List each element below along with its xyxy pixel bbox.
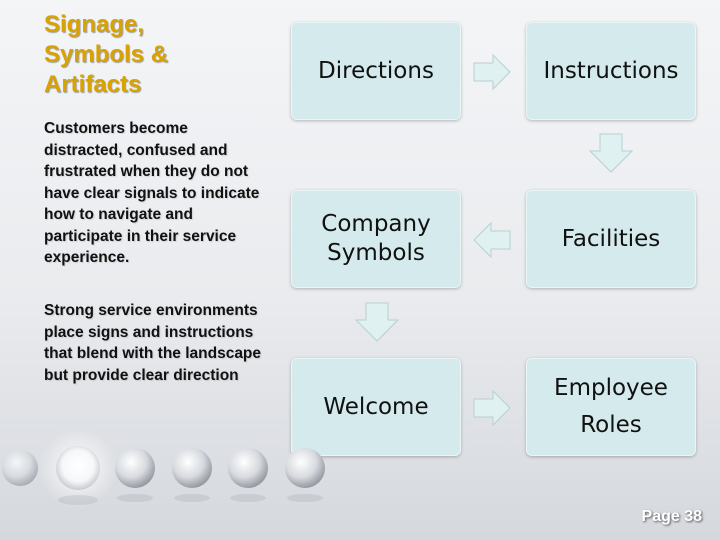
page-number: Page 38 (641, 508, 702, 525)
slide-title: Signage, Symbols & Artifacts (44, 11, 169, 98)
paragraph-customers: Customers become distracted, confused an… (44, 120, 260, 266)
flow-box-instructions: Instructions (526, 22, 696, 120)
arrow-down-icon (589, 133, 633, 173)
flow-box-label: Welcome (323, 393, 429, 420)
flow-box-label: Employee Roles (554, 370, 668, 444)
flow-box-label-line: Company (321, 211, 431, 237)
arrow-right-icon (473, 54, 511, 90)
flow-box-directions: Directions (291, 22, 461, 120)
flow-box-company-symbols: Company Symbols (291, 190, 461, 288)
flow-box-label-line: Roles (580, 412, 642, 438)
decorative-spheres-icon (2, 430, 325, 508)
flow-box-label: Directions (318, 57, 434, 84)
arrow-down-icon (355, 302, 399, 342)
flow-box-label: Company Symbols (321, 210, 430, 268)
flow-box-label-line: Employee (554, 375, 668, 401)
flow-box-employee-roles: Employee Roles (526, 358, 696, 456)
arrow-left-icon (473, 222, 511, 258)
flow-box-label: Instructions (543, 57, 679, 84)
flow-box-facilities: Facilities (526, 190, 696, 288)
flow-box-label-line: Symbols (327, 240, 425, 266)
flow-box-welcome: Welcome (291, 358, 461, 456)
arrow-right-icon (473, 390, 511, 426)
paragraph-service-environments: Strong service environments place signs … (44, 302, 262, 384)
flow-box-label: Facilities (561, 225, 661, 252)
